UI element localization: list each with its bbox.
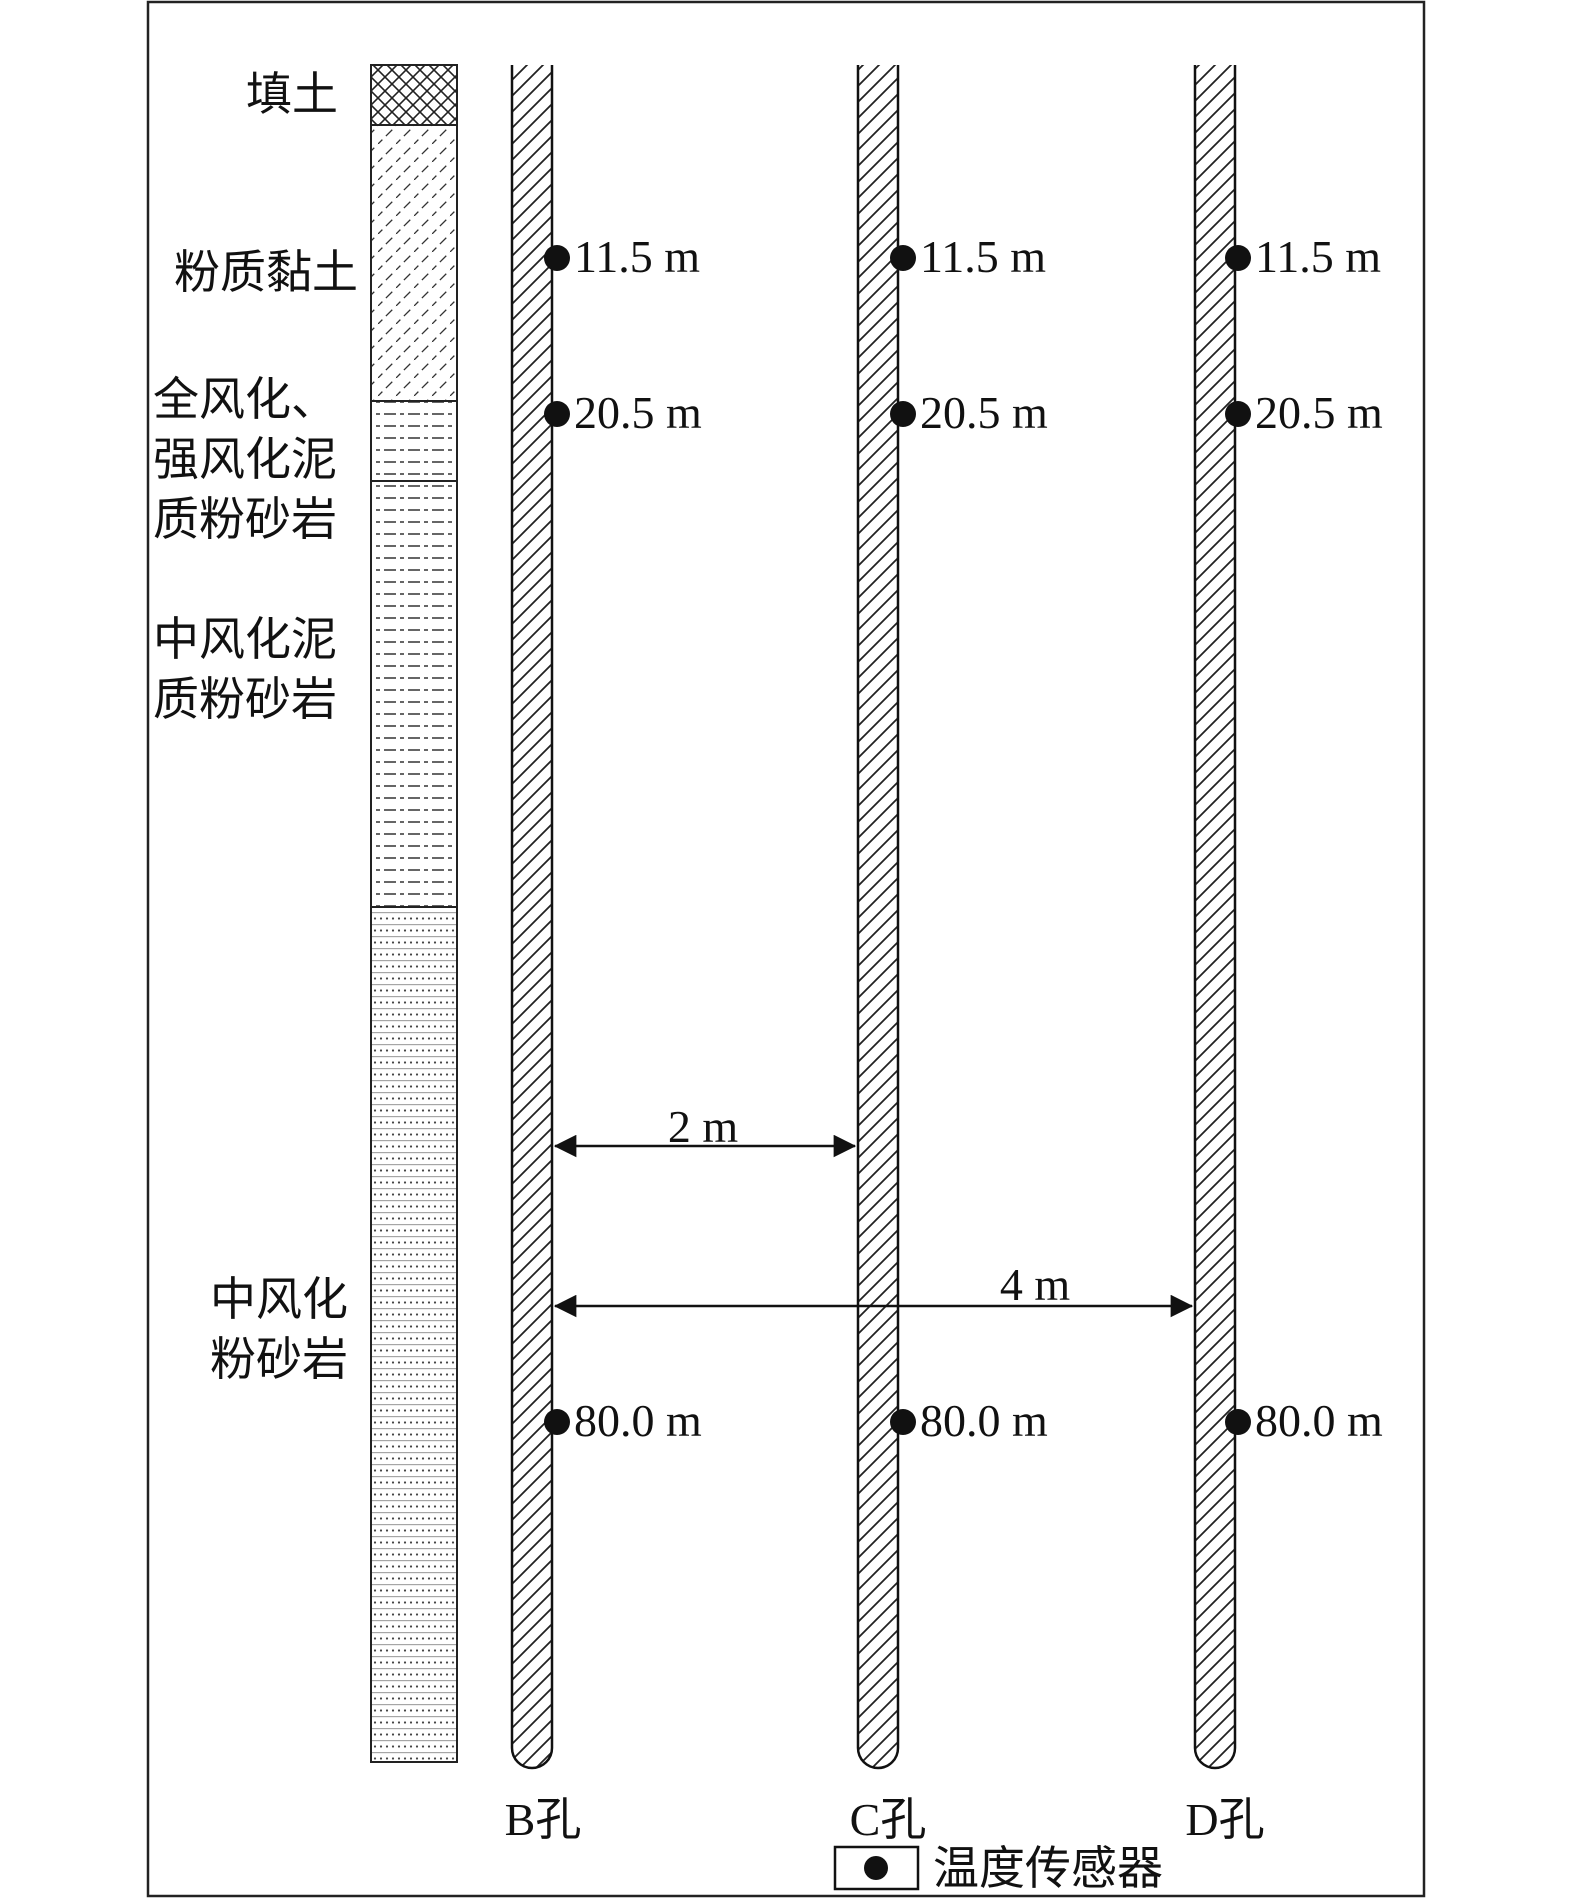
borehole-d: 11.5 m 20.5 m 80.0 m D孔 xyxy=(1185,65,1383,1845)
label-weathered-3: 质粉砂岩 xyxy=(153,492,337,546)
dimension-label-b-d: 4 m xyxy=(1000,1259,1071,1310)
borehole-c: 11.5 m 20.5 m 80.0 m C孔 xyxy=(850,65,1048,1845)
sensor-b-11-5 xyxy=(544,245,570,271)
label-moderate-mud-1: 中风化泥 xyxy=(153,612,337,666)
borehole-c-casing xyxy=(856,65,900,1770)
depth-label-c-20-5: 20.5 m xyxy=(920,387,1048,438)
stratum-silty-clay xyxy=(370,124,458,402)
depth-label-d-20-5: 20.5 m xyxy=(1255,387,1383,438)
stratum-weathered-mudstone xyxy=(370,400,458,482)
stratum-moderate-mudstone xyxy=(370,480,458,908)
sensor-b-80-0 xyxy=(544,1409,570,1435)
borehole-d-label: D孔 xyxy=(1185,1794,1264,1845)
label-weathered-1: 全风化、 xyxy=(153,372,337,426)
depth-label-c-11-5: 11.5 m xyxy=(920,231,1046,282)
label-moderate-silt-1: 中风化 xyxy=(210,1272,348,1326)
dimension-label-b-c: 2 m xyxy=(668,1101,739,1152)
depth-label-c-80-0: 80.0 m xyxy=(920,1395,1048,1446)
sensor-b-20-5 xyxy=(544,401,570,427)
label-moderate-mud-2: 质粉砂岩 xyxy=(153,672,337,726)
sensor-c-11-5 xyxy=(890,245,916,271)
label-weathered-2: 强风化泥 xyxy=(153,432,337,486)
strata-column xyxy=(370,64,458,1763)
borehole-b: 11.5 m 20.5 m 80.0 m B孔 xyxy=(505,65,702,1845)
label-moderate-silt-2: 粉砂岩 xyxy=(210,1332,348,1386)
strata-labels: 填土 粉质黏土 全风化、 强风化泥 质粉砂岩 中风化泥 质粉砂岩 中风化 粉砂岩 xyxy=(153,67,358,1386)
spacing-dimensions: 2 m 4 m xyxy=(553,1101,1194,1318)
depth-label-b-20-5: 20.5 m xyxy=(574,387,702,438)
borehole-b-casing xyxy=(510,65,554,1770)
label-silty-clay: 粉质黏土 xyxy=(174,245,358,299)
depth-label-d-80-0: 80.0 m xyxy=(1255,1395,1383,1446)
sensor-c-20-5 xyxy=(890,401,916,427)
borehole-b-label: B孔 xyxy=(505,1794,582,1845)
legend: 温度传感器 xyxy=(833,1841,1163,1895)
legend-sensor-icon xyxy=(864,1856,888,1880)
legend-symbol-box xyxy=(833,1845,920,1891)
borehole-c-label: C孔 xyxy=(850,1794,927,1845)
stratum-fill-soil xyxy=(370,64,458,126)
stratum-moderate-siltstone xyxy=(370,906,458,1763)
depth-label-d-11-5: 11.5 m xyxy=(1255,231,1381,282)
legend-sensor-label: 温度传感器 xyxy=(933,1841,1163,1895)
figure-frame xyxy=(146,0,1426,1898)
sensor-d-11-5 xyxy=(1225,245,1251,271)
label-fill-soil: 填土 xyxy=(246,67,338,121)
sensor-d-20-5 xyxy=(1225,401,1251,427)
sensor-d-80-0 xyxy=(1225,1409,1251,1435)
borehole-d-casing xyxy=(1193,65,1237,1770)
sensor-c-80-0 xyxy=(890,1409,916,1435)
depth-label-b-11-5: 11.5 m xyxy=(574,231,700,282)
depth-label-b-80-0: 80.0 m xyxy=(574,1395,702,1446)
